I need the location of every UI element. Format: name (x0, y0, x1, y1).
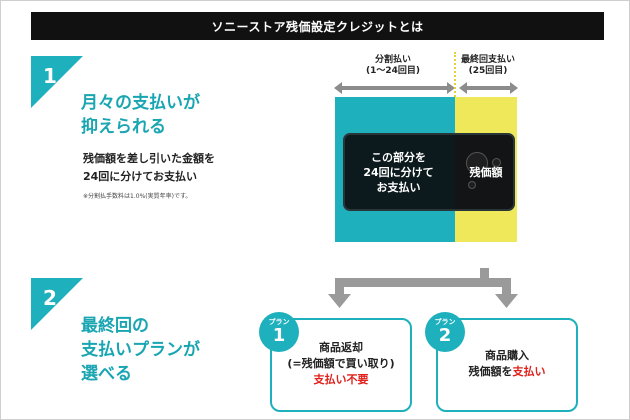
section-1-description: 残価額を差し引いた金額を 24回に分けてお支払い (83, 150, 215, 186)
final-right-arrow-head-icon (510, 82, 518, 94)
section-1-headline-line1: 月々の支払いが (81, 93, 200, 113)
final-label-line1: 最終回支払い (460, 55, 515, 65)
plan-2-badge-label: プラン (434, 318, 456, 326)
section-1-desc-line2: 24回に分けてお支払い (83, 170, 197, 183)
section-2-badge: 2 (31, 278, 83, 330)
final-left-arrow-head-icon (459, 82, 467, 94)
plan-1-text: 商品返却 (=残価額で買い取り) 支払い不要 (272, 340, 410, 388)
plan-1-line2: (=残価額で買い取り) (287, 357, 395, 370)
section-2-headline-line3: 選べる (81, 364, 132, 384)
section-1-number: 1 (43, 64, 57, 88)
plan-2-line2-prefix: 残価額を (468, 365, 513, 378)
plan-2-badge-number: 2 (438, 325, 452, 346)
section-1-desc-line1: 残価額を差し引いた金額を (83, 152, 215, 165)
phone-camera-section (455, 135, 513, 209)
divider-dotted-line (454, 52, 456, 97)
section-1-badge: 1 (31, 56, 83, 108)
left-arrow-head-icon (334, 82, 342, 94)
plan-1-line1: 商品返却 (319, 341, 363, 354)
corner-triangle-icon (31, 56, 83, 108)
section-2-headline: 最終回の 支払いプランが 選べる (81, 314, 200, 386)
final-range-line (466, 86, 510, 90)
page-title: ソニーストア残価設定クレジットとは (31, 12, 604, 40)
right-arrow-head-icon (447, 82, 455, 94)
residual-text: 残価額 (469, 166, 503, 179)
camera-sensor-icon (492, 158, 501, 167)
branch-arrow-icon (328, 268, 518, 308)
section-1-headline-line2: 抑えられる (81, 117, 166, 137)
camera-lens-icon (466, 152, 488, 174)
plan-2-badge: プラン 2 (425, 312, 465, 352)
plan-1-line3: 支払い不要 (313, 373, 369, 386)
installment-text-line2: 24回に分けて (363, 166, 434, 179)
installment-text: この部分を 24回に分けて お支払い (346, 150, 451, 195)
corner-triangle-icon (31, 278, 83, 330)
section-2-headline-line1: 最終回の (81, 316, 149, 336)
plan-2-line1: 商品購入 (485, 349, 529, 362)
installment-text-line3: お支払い (376, 181, 421, 194)
plan-2-line2-highlight: 支払い (512, 365, 546, 378)
final-payment-label: 最終回支払い (25回目) (452, 55, 524, 77)
installment-label-line2: (1〜24回目) (365, 66, 420, 76)
plan-2-line2: 残価額を支払い (438, 364, 576, 380)
installment-range-label: 分割払い (1〜24回目) (350, 55, 436, 77)
installment-label-line1: 分割払い (374, 55, 411, 65)
plan-1-badge-label: プラン (268, 318, 290, 326)
section-2-headline-line2: 支払いプランが (81, 340, 200, 360)
plan-1-badge-number: 1 (272, 325, 286, 346)
plan-1-badge: プラン 1 (259, 312, 299, 352)
section-2-number: 2 (43, 286, 57, 310)
installment-range-line (341, 86, 447, 90)
plan-2-text: 商品購入 残価額を支払い (438, 348, 576, 380)
fee-note: ※分割払手数料は1.0%(実質年率)です。 (83, 193, 192, 200)
installment-text-line1: この部分を (371, 151, 426, 164)
section-1-headline: 月々の支払いが 抑えられる (81, 91, 200, 139)
final-label-line2: (25回目) (468, 66, 508, 76)
camera-flash-icon (468, 181, 476, 189)
